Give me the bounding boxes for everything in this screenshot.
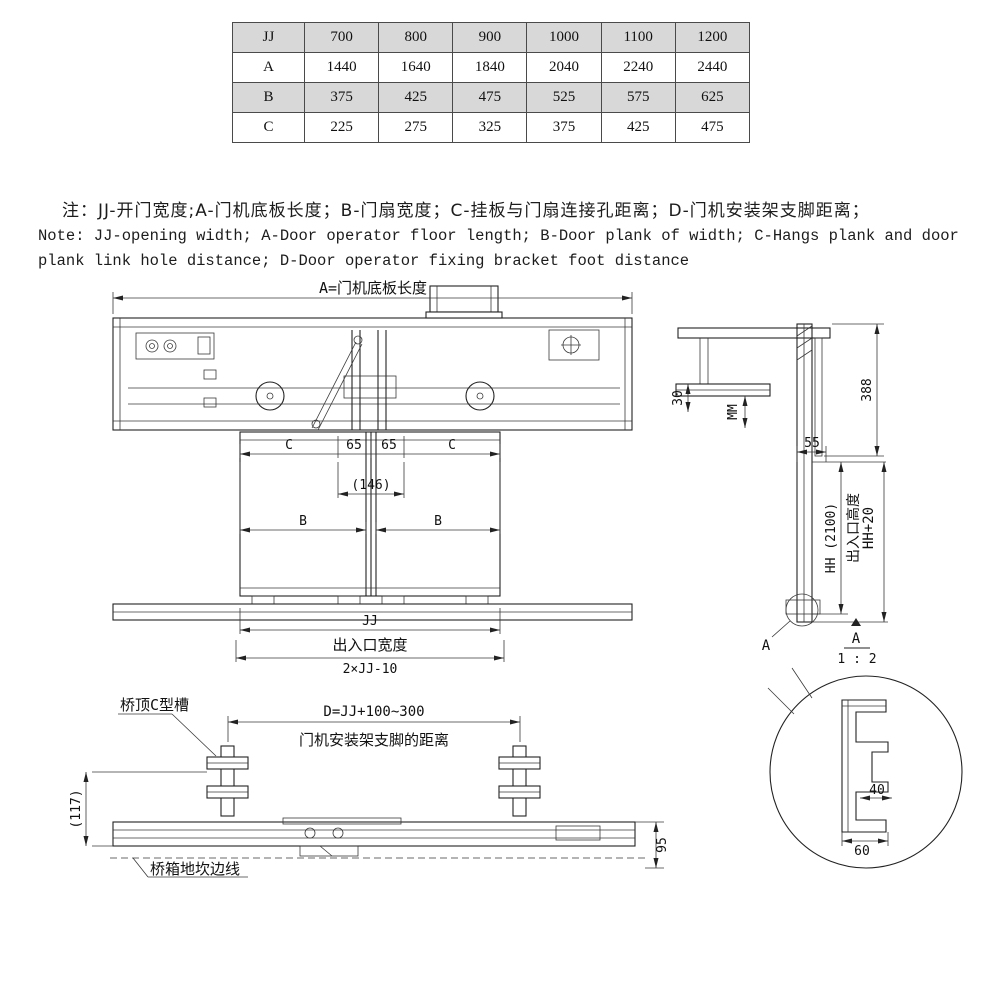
table-cell: 375 <box>303 82 380 113</box>
side-view <box>675 323 831 638</box>
table-row-jj: JJ 700 800 900 1000 1100 1200 <box>232 22 751 53</box>
table-cell: 325 <box>452 112 528 143</box>
front-dimensions: A=门机底板长度 C 65 65 C (146) B B JJ 出入口宽度 <box>112 279 633 677</box>
dim-117: (117) <box>69 789 84 828</box>
table-cell: 700 <box>303 22 380 53</box>
dim-d-label: D=JJ+100~300 <box>323 704 424 720</box>
table-cell: 1000 <box>526 22 602 53</box>
dim-hh20: HH+20 <box>861 507 877 549</box>
front-view <box>112 285 633 621</box>
c-slot-label: 桥顶C型槽 <box>120 696 189 714</box>
table-cell: 900 <box>452 22 528 53</box>
table-cell: 800 <box>378 22 454 53</box>
c-rail-profile <box>841 699 889 833</box>
side-dimensions: 30 MM 388 55 HH (2100) 出入口高度 HH+20 A A 1… <box>671 323 888 667</box>
dim-65-left: 65 <box>346 438 362 453</box>
section-marker-triangle <box>851 618 861 626</box>
row-header-c: C <box>232 112 305 143</box>
table-cell: 375 <box>526 112 602 143</box>
table-cell: 525 <box>526 82 602 113</box>
dim-b-left: B <box>299 514 307 529</box>
section-label: A <box>852 631 861 647</box>
detail-view: 40 60 <box>767 667 963 869</box>
note-english-line1: Note: JJ-opening width; A-Door operator … <box>38 227 959 245</box>
table-cell: 475 <box>674 112 751 143</box>
notes-block: 注：JJ-开门宽度;A-门机底板长度；B-门扇宽度；C-挂板与门扇连接孔距离；D… <box>38 196 973 274</box>
bottom-view: 桥顶C型槽 D=JJ+100~300 门机安装架支脚的距离 <box>69 696 670 878</box>
dim-mm: MM <box>726 404 741 420</box>
table-cell: 475 <box>452 82 528 113</box>
table-cell: 1100 <box>600 22 676 53</box>
dim-388: 388 <box>860 378 875 401</box>
dim-30: 30 <box>671 390 686 406</box>
entrance-height-label: 出入口高度 <box>845 493 862 563</box>
sill-edge-label: 桥箱地坎边线 <box>150 860 240 878</box>
table-cell: 1440 <box>303 52 380 83</box>
table-row-a: A 1440 1640 1840 2040 2240 2440 <box>232 52 751 83</box>
dim-55: 55 <box>804 436 820 451</box>
note-chinese: 注：JJ-开门宽度;A-门机底板长度；B-门扇宽度；C-挂板与门扇连接孔距离；D… <box>62 201 870 221</box>
note-english-line2: plank link hole distance; D-Door operato… <box>38 252 690 270</box>
dim-hh2100: HH (2100) <box>824 503 839 573</box>
bracket-distance-label: 门机安装架支脚的距离 <box>299 731 449 749</box>
table-cell: 575 <box>600 82 676 113</box>
table-cell: 625 <box>674 82 751 113</box>
table-cell: 1840 <box>452 52 528 83</box>
motor-box <box>429 285 499 313</box>
row-header-a: A <box>232 52 305 83</box>
dim-65-right: 65 <box>381 438 397 453</box>
table-cell: 225 <box>303 112 380 143</box>
table-cell: 2440 <box>674 52 751 83</box>
dim-jj: JJ <box>362 614 378 629</box>
detail-a-callout: A <box>762 638 771 654</box>
table-row-c: C 225 275 325 375 425 475 <box>232 112 751 143</box>
detail-a-bubble <box>785 593 819 627</box>
dimension-table: JJ 700 800 900 1000 1100 1200 A 1440 164… <box>232 22 751 143</box>
dim-c-left: C <box>285 438 293 453</box>
dim-c-right: C <box>448 438 456 453</box>
table-cell: 275 <box>378 112 454 143</box>
dim-b-right: B <box>434 514 442 529</box>
dim-2jj: 2×JJ-10 <box>343 662 398 677</box>
table-cell: 2040 <box>526 52 602 83</box>
scale-label: 1 : 2 <box>837 652 876 667</box>
table-cell: 2240 <box>600 52 676 83</box>
detail-circle <box>769 675 963 869</box>
door-panels <box>239 431 501 597</box>
left-pulley <box>255 381 285 411</box>
table-cell: 1640 <box>378 52 454 83</box>
dim-40: 40 <box>869 783 885 798</box>
table-cell: 1200 <box>674 22 751 53</box>
row-header-b: B <box>232 82 305 113</box>
dim-95: 95 <box>655 837 670 853</box>
dim-a-label: A=门机底板长度 <box>319 279 427 297</box>
dim-146: (146) <box>351 478 390 493</box>
right-pulley <box>465 381 495 411</box>
entrance-width-label: 出入口宽度 <box>332 636 407 654</box>
row-header-jj: JJ <box>232 22 305 53</box>
dim-60: 60 <box>854 844 870 859</box>
table-cell: 425 <box>378 82 454 113</box>
table-cell: 425 <box>600 112 676 143</box>
table-row-b: B 375 425 475 525 575 625 <box>232 82 751 113</box>
